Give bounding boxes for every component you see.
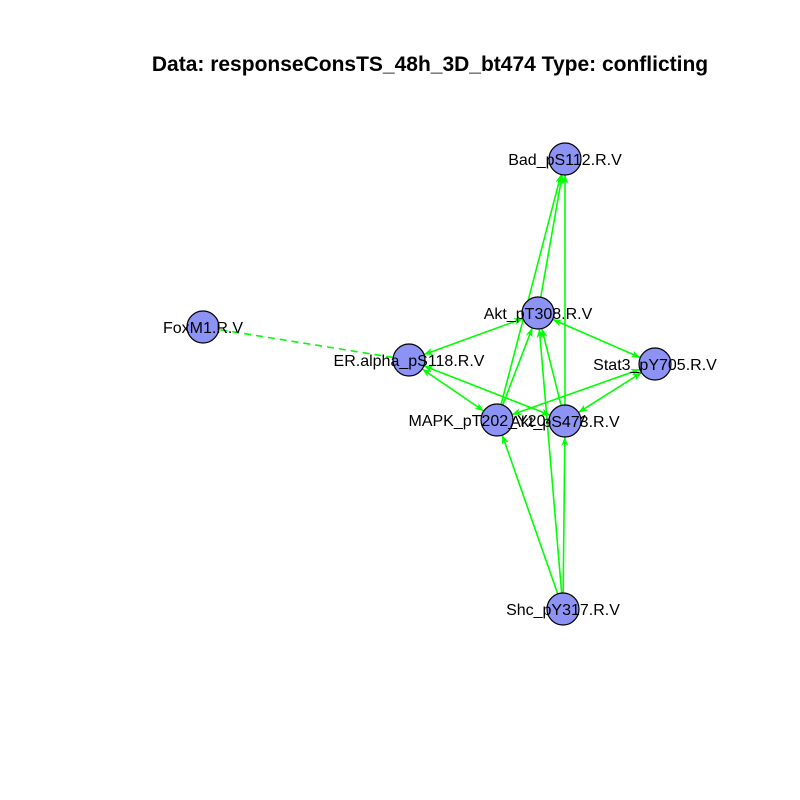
edge-akt308-eralpha	[423, 317, 524, 356]
node-circle	[548, 142, 582, 176]
node-circle	[546, 592, 580, 626]
edge-eralpha-foxm1	[218, 328, 394, 359]
edge-stat3-mapk	[511, 368, 641, 416]
node-circle	[480, 403, 514, 437]
node-circle	[521, 296, 555, 330]
node-label: ER.alpha_pS118.R.V	[334, 353, 485, 370]
node-circle	[638, 347, 672, 381]
diagram-title: Data: responseConsTS_48h_3D_bt474 Type: …	[152, 53, 708, 76]
node-layer: Bad_pS112.R.V Akt_pT308.R.V FoxM1.R.V ER.al…	[163, 142, 717, 626]
node-circle	[392, 343, 426, 377]
node-foxm1: FoxM1.R.V	[163, 310, 243, 344]
edge-eralpha-mapk	[421, 368, 485, 412]
edge-shc-akt473	[561, 436, 569, 594]
node-label: Bad_pS112.R.V	[508, 152, 622, 169]
node-stat3: Stat3_pY705.R.V	[593, 347, 717, 381]
node-bad: Bad_pS112.R.V	[508, 142, 622, 176]
node-label: MAPK_pT202_Y204.R.V	[409, 413, 586, 430]
node-akt308: Akt_pT308.R.V	[484, 296, 593, 330]
edge-stat3-akt473	[578, 371, 642, 414]
node-circle	[548, 404, 582, 438]
node-label: Shc_pY317.R.V	[506, 602, 620, 619]
node-label: Stat3_pY705.R.V	[593, 357, 717, 374]
edge-shc-mapk	[501, 434, 559, 595]
node-akt473: Akt_pS473.R.V	[510, 404, 620, 438]
edge-layer	[218, 174, 642, 595]
node-mapk: MAPK_pT202_Y204.R.V	[409, 403, 586, 437]
node-label: Akt_pS473.R.V	[510, 414, 620, 431]
node-eralpha: ER.alpha_pS118.R.V	[334, 343, 485, 377]
node-circle	[186, 310, 220, 344]
node-shc: Shc_pY317.R.V	[506, 592, 620, 626]
edge-akt308-bad	[539, 174, 565, 298]
node-label: FoxM1.R.V	[163, 320, 243, 337]
edge-akt308-stat3	[552, 318, 641, 359]
node-label: Akt_pT308.R.V	[484, 306, 593, 323]
edge-shc-akt308	[536, 328, 563, 594]
